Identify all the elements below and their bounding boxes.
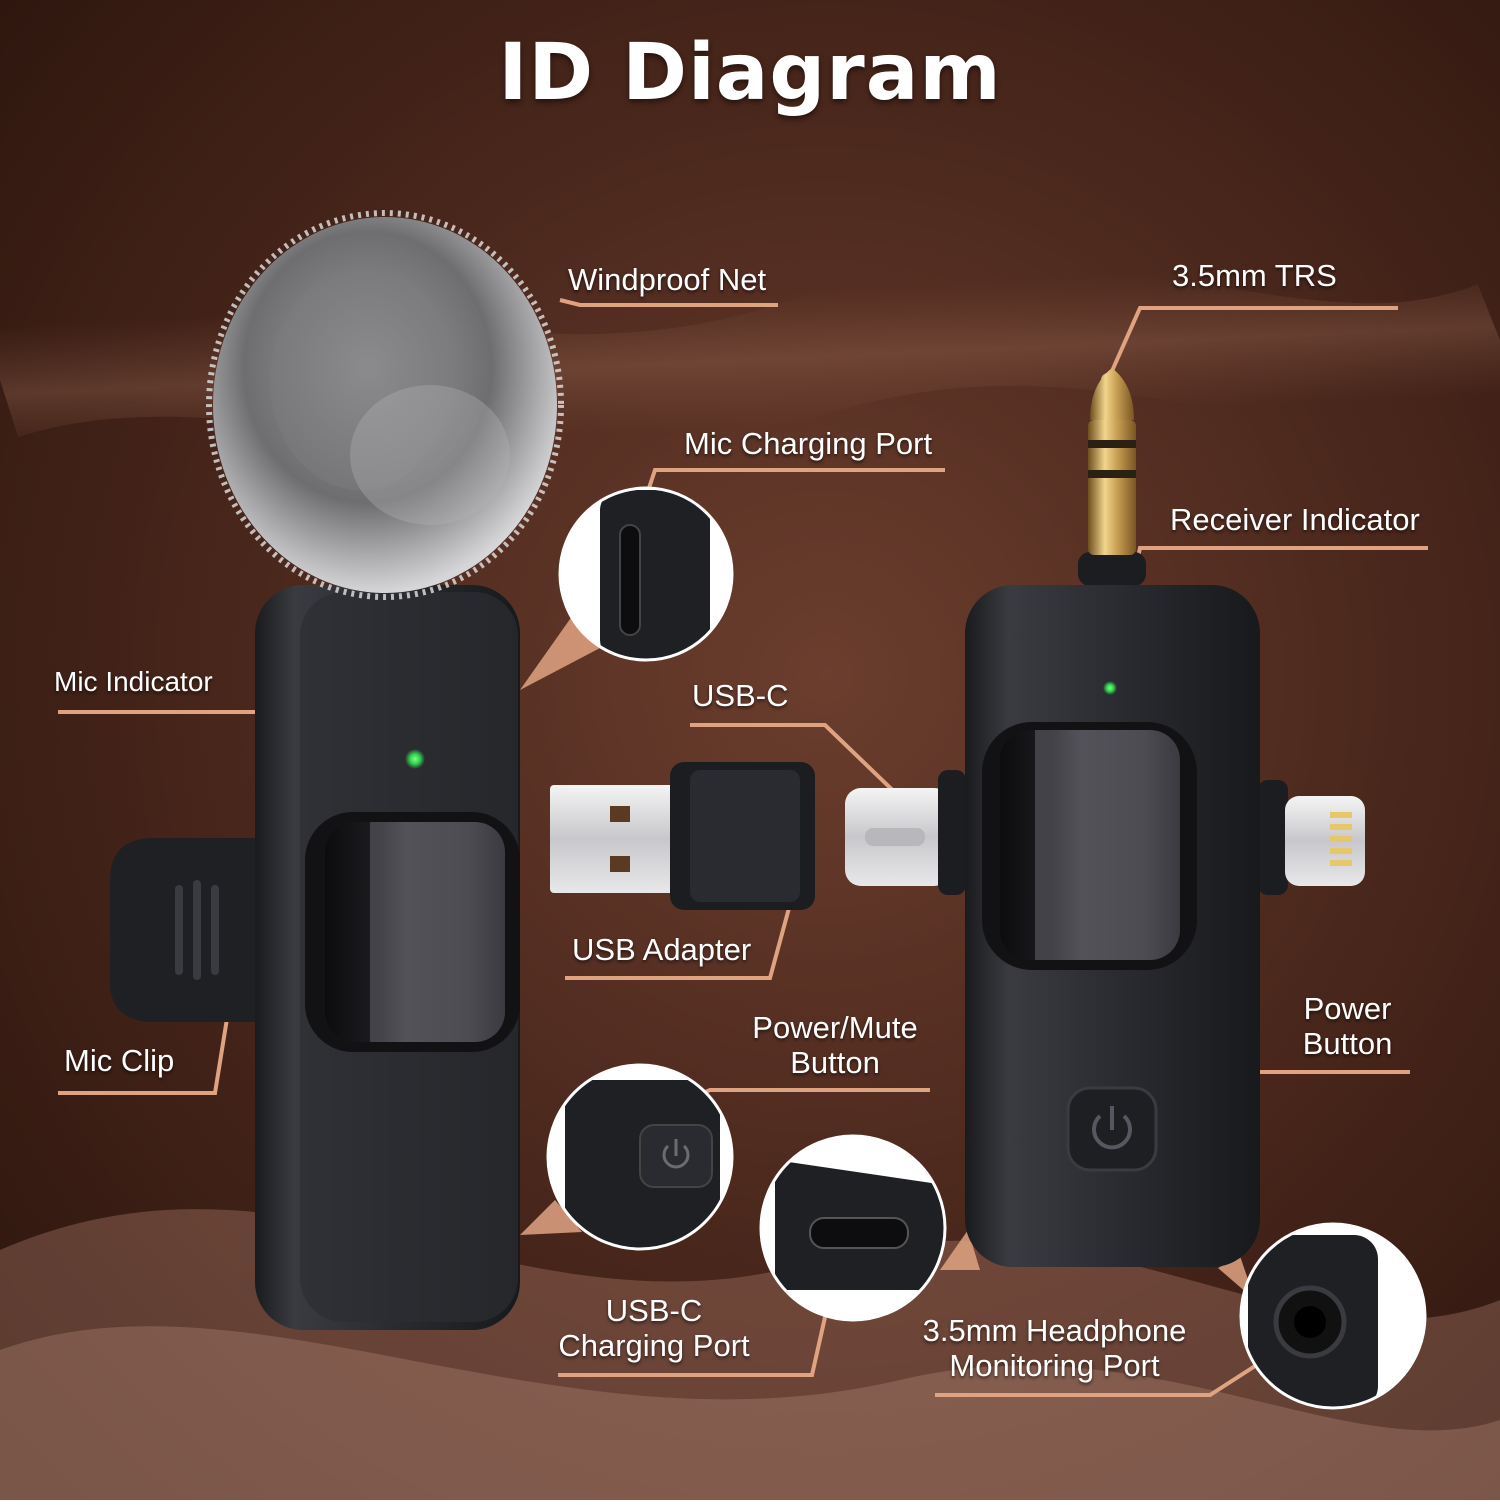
label-line: Monitoring Port — [949, 1348, 1160, 1383]
label-power-mute-button: Power/Mute Button — [740, 1010, 930, 1080]
background-swirl — [0, 1326, 1500, 1500]
label-line: Charging Port — [558, 1328, 750, 1363]
label-windproof-net: Windproof Net — [568, 262, 767, 297]
label-line: Power — [1303, 991, 1392, 1026]
label-usb-c: USB-C — [692, 678, 789, 713]
inset-mic-charging-port — [558, 486, 734, 662]
mic-clip — [110, 838, 262, 1022]
label-mic-charging-port: Mic Charging Port — [684, 426, 933, 461]
label-headphone-monitoring-port: 3.5mm Headphone Monitoring Port — [912, 1313, 1197, 1383]
label-line: Button — [1302, 1026, 1393, 1061]
page-title: ID Diagram — [498, 28, 1002, 118]
label-line: Power/Mute — [752, 1010, 918, 1045]
led-indicator-icon — [1103, 681, 1117, 695]
lightning-plug — [1258, 780, 1365, 895]
usb-adapter — [550, 762, 815, 910]
label-line: 3.5mm Headphone — [922, 1313, 1187, 1348]
label-line: USB-C — [605, 1293, 703, 1328]
power-icon — [662, 1139, 690, 1169]
trs-plug — [1078, 368, 1146, 586]
label-mic-clip: Mic Clip — [64, 1043, 175, 1078]
label-usb-c-charging-port: USB-C Charging Port — [548, 1293, 760, 1363]
led-indicator-icon — [405, 749, 425, 769]
microphone-transmitter — [255, 585, 520, 1330]
inset-power-mute — [546, 1063, 734, 1251]
usb-c-port-icon — [809, 1217, 909, 1249]
receiver — [938, 585, 1260, 1267]
usb-c-port-icon — [619, 524, 641, 636]
label-line: Button — [790, 1045, 880, 1080]
label-power-button: Power Button — [1290, 991, 1405, 1061]
callout-wedges — [520, 612, 1255, 1300]
label-mic-indicator: Mic Indicator — [54, 666, 213, 697]
label-trs: 3.5mm TRS — [1172, 258, 1337, 293]
inset-headphone-port — [1239, 1222, 1427, 1410]
windproof-net — [206, 210, 564, 600]
power-icon — [1092, 1106, 1132, 1150]
label-usb-adapter: USB Adapter — [572, 932, 752, 967]
label-receiver-indicator: Receiver Indicator — [1170, 502, 1420, 537]
usb-c-plug — [845, 788, 950, 886]
inset-usb-c-charging-port — [759, 1134, 947, 1322]
